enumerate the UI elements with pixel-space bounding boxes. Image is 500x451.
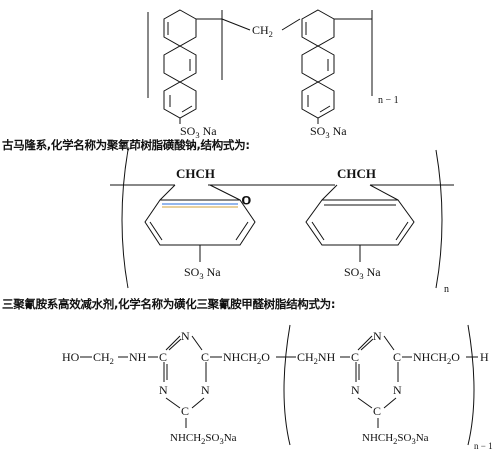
right-ring-system (305, 184, 415, 262)
nh-a-label: NH (129, 350, 147, 364)
melamine-caption: 三聚氰胺系高效减水剂,化学名称为磺化三聚氰胺甲醛树脂结构式为: (2, 297, 336, 311)
left-bracket-2 (121, 149, 129, 289)
right-bracket-2 (435, 149, 443, 289)
right-fused-rings (301, 9, 372, 119)
svg-text:N: N (373, 329, 382, 343)
svg-text:C: C (201, 350, 209, 364)
side-right-label: NHCH2SO3Na (362, 432, 429, 446)
so3na-left-2-label: SO3 Na (184, 265, 221, 281)
structure-3: HO CH2 NH C N C N N C NHCH2O NHCH2SO3Na (62, 324, 493, 451)
svg-text:N: N (201, 383, 210, 397)
ch2nh-label: CH2NH (297, 350, 336, 366)
chch-left-label: CHCH (176, 166, 215, 181)
svg-text:C: C (159, 350, 167, 364)
svg-text:N: N (181, 329, 190, 343)
structure-2: CHCH CHCH O SO3 Na SO3 Na n (110, 149, 454, 295)
left-bracket-3 (283, 324, 291, 446)
svg-text:N: N (159, 383, 168, 397)
nhch2o-b-label: NHCH2O (413, 350, 460, 366)
repeat-n-minus-1-label: n − 1 (378, 95, 399, 106)
chch-right-label: CHCH (337, 166, 376, 181)
svg-text:C: C (393, 350, 401, 364)
ho-label: HO (62, 350, 80, 364)
ch2-a-label: CH2 (93, 350, 114, 366)
repeat-n-label: n (444, 284, 449, 295)
left-fused-rings (163, 9, 222, 119)
svg-text:N: N (393, 383, 402, 397)
svg-text:C: C (351, 350, 359, 364)
svg-text:C: C (181, 404, 189, 418)
oxygen-label: O (242, 193, 251, 207)
coumarone-caption: 古马隆系,化学名称为聚氧茚树脂磺酸钠,结构式为: (2, 138, 250, 152)
left-ring-system: O (144, 184, 256, 262)
h-end-label: H (480, 350, 489, 364)
nhch2o-label: NHCH2O (223, 350, 270, 366)
svg-text:N: N (351, 383, 360, 397)
side-left-label: NHCH2SO3Na (170, 432, 237, 446)
so3na-right-2-label: SO3 Na (344, 265, 381, 281)
right-bracket-3 (467, 324, 475, 446)
ch2-bridge-label: CH2 (252, 23, 273, 39)
so3na-left-label: SO3 Na (180, 124, 217, 140)
right-triazine: C N C N N C (351, 329, 402, 428)
left-triazine: C N C N N C (159, 329, 210, 428)
repeat-3-label: n − 1 (474, 441, 493, 451)
so3na-right-label: SO3 Na (310, 124, 347, 140)
structure-1: SO3 Na CH2 SO3 Na n − 1 (147, 9, 399, 140)
svg-text:C: C (373, 404, 381, 418)
